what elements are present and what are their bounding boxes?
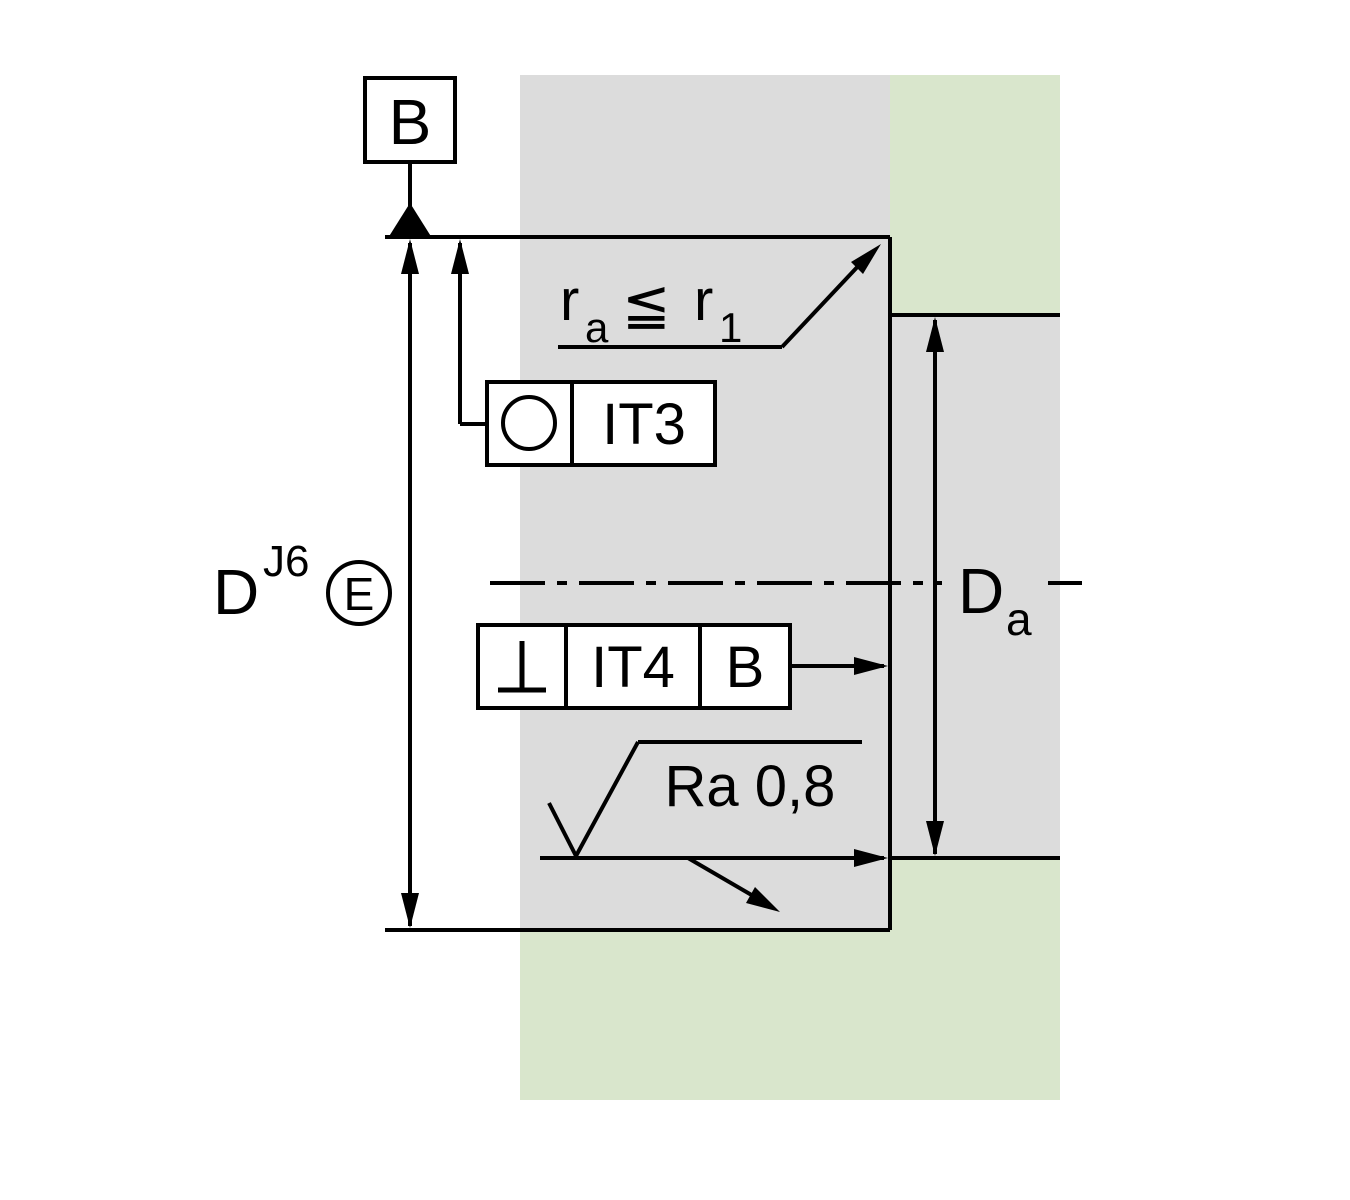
surface-symbol-short-leg — [547, 802, 578, 857]
bore-dim-tolerance: J6 — [263, 537, 309, 586]
envelope-label: E — [344, 568, 375, 620]
abutment-dim-letter: D — [958, 555, 1004, 627]
radius-note-sub-left: a — [585, 304, 609, 351]
roundness-tolerance: IT3 — [602, 392, 686, 457]
radius-note-r-left: r — [560, 268, 579, 333]
radius-note-arrow-icon — [851, 244, 881, 274]
roundness-icon — [501, 395, 557, 451]
envelope-circle-icon — [326, 560, 392, 626]
perpendicularity-frame — [476, 623, 792, 710]
datum-label: B — [389, 86, 432, 158]
abutment-dim-sub: a — [1006, 593, 1032, 645]
radius-note-sub-right: 1 — [719, 304, 742, 351]
bore-dim-arrow-bottom-icon — [401, 893, 419, 928]
perpendicularity-tolerance: IT4 — [591, 635, 675, 700]
bore-dim-arrow-top-icon — [401, 239, 419, 274]
radius-note-r-right: r — [694, 268, 713, 333]
surface-secondary-leader — [686, 856, 757, 899]
perpendicularity-arrow-icon — [854, 657, 888, 675]
radius-note-relation: ≦ — [622, 272, 671, 337]
surface-symbol-long-leg — [574, 741, 640, 857]
section-area-right — [890, 315, 1060, 858]
abutment-dim-arrow-top-icon — [926, 317, 944, 352]
surface-secondary-arrow-icon — [746, 887, 780, 912]
section-area-main — [520, 75, 890, 930]
perpendicularity-icon — [498, 641, 546, 693]
bore-dim-letter: D — [213, 556, 259, 628]
abutment-dim-arrow-bottom-icon — [926, 821, 944, 856]
datum-triangle-icon — [388, 203, 432, 238]
perpendicularity-datum-ref: B — [726, 635, 765, 700]
radius-note-leader — [780, 260, 864, 349]
surface-value: Ra 0,8 — [665, 754, 836, 819]
surface-arrow-icon — [854, 849, 888, 867]
